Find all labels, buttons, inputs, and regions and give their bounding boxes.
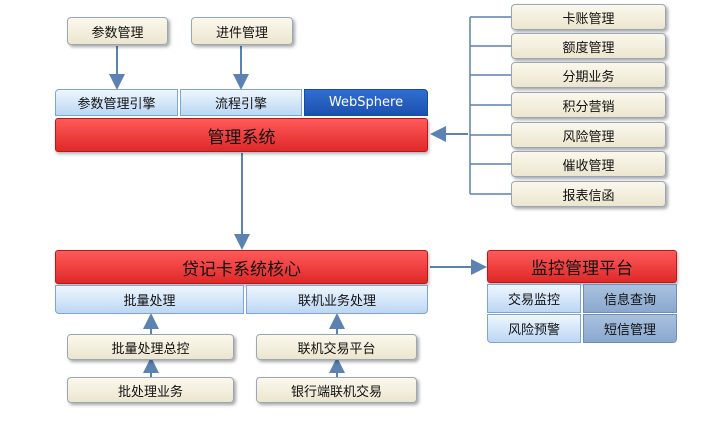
module-label: 报表信函 xyxy=(562,188,615,204)
module-label: 分期业务 xyxy=(562,69,615,85)
batch-control-label: 批量处理总控 xyxy=(111,341,190,357)
online-processing-label: 联机业务处理 xyxy=(297,294,376,309)
transaction-monitor-box: 交易监控 xyxy=(487,284,581,313)
module-box: 积分营销 xyxy=(511,92,666,118)
transaction-monitor-label: 交易监控 xyxy=(507,293,560,308)
module-box: 风险管理 xyxy=(511,122,666,148)
mgmt-system-bar: 管理系统 xyxy=(55,118,428,152)
process-mgmt-box: 进件管理 xyxy=(191,17,293,45)
module-box: 催收管理 xyxy=(511,151,666,177)
monitor-platform-bar: 监控管理平台 xyxy=(487,250,677,283)
batch-control-box: 批量处理总控 xyxy=(67,334,234,360)
monitor-platform-label: 监控管理平台 xyxy=(531,259,633,279)
batch-business-label: 批处理业务 xyxy=(117,384,183,400)
online-platform-box: 联机交易平台 xyxy=(256,334,417,360)
core-system-bar: 贷记卡系统核心 xyxy=(55,250,428,284)
process-mgmt-label: 进件管理 xyxy=(215,25,268,41)
module-label: 卡账管理 xyxy=(562,11,615,27)
module-box: 报表信函 xyxy=(511,181,666,207)
mgmt-system-label: 管理系统 xyxy=(207,127,276,148)
core-system-label: 贷记卡系统核心 xyxy=(182,259,301,280)
flow-engine-label: 流程引擎 xyxy=(214,97,267,112)
module-bracket xyxy=(469,16,511,195)
risk-alert-box: 风险预警 xyxy=(487,314,581,343)
module-box: 额度管理 xyxy=(511,33,666,59)
flow-engine-box: 流程引擎 xyxy=(180,89,302,116)
bank-online-transaction-box: 银行端联机交易 xyxy=(256,377,417,403)
sms-mgmt-box: 短信管理 xyxy=(583,314,677,343)
module-box: 卡账管理 xyxy=(511,4,666,30)
param-engine-label: 参数管理引擎 xyxy=(77,97,156,112)
batch-processing-box: 批量处理 xyxy=(55,285,244,314)
module-label: 催收管理 xyxy=(562,158,615,174)
websphere-box: WebSphere xyxy=(304,89,428,116)
risk-alert-label: 风险预警 xyxy=(507,323,560,338)
module-label: 积分营销 xyxy=(562,99,615,115)
param-mgmt-label: 参数管理 xyxy=(91,25,144,41)
batch-business-box: 批处理业务 xyxy=(67,377,234,403)
param-engine-box: 参数管理引擎 xyxy=(55,89,178,116)
batch-processing-label: 批量处理 xyxy=(123,294,176,309)
param-mgmt-box: 参数管理 xyxy=(67,17,168,45)
sms-mgmt-label: 短信管理 xyxy=(603,323,656,338)
online-platform-label: 联机交易平台 xyxy=(297,341,376,357)
module-label: 风险管理 xyxy=(562,129,615,145)
module-box: 分期业务 xyxy=(511,62,666,88)
module-label: 额度管理 xyxy=(562,40,615,56)
info-query-label: 信息查询 xyxy=(603,293,656,308)
websphere-label: WebSphere xyxy=(328,95,404,110)
online-processing-box: 联机业务处理 xyxy=(246,285,428,314)
bank-online-transaction-label: 银行端联机交易 xyxy=(290,384,382,400)
info-query-box: 信息查询 xyxy=(583,284,677,313)
